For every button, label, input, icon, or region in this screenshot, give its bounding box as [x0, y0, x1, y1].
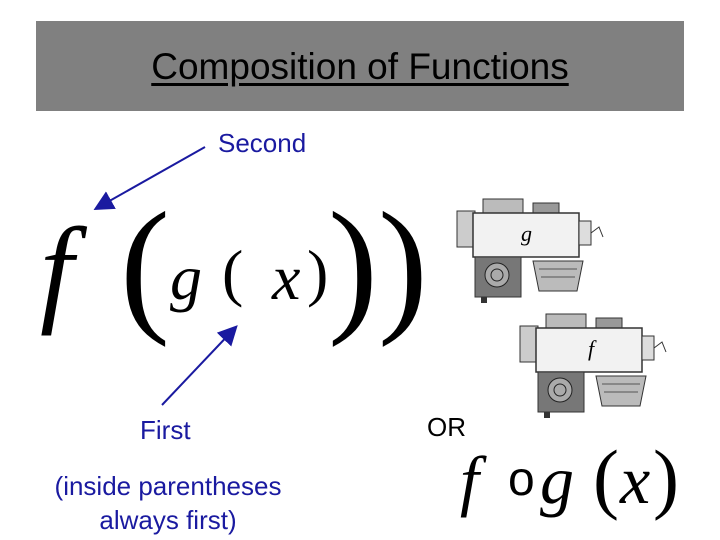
slide-title: Composition of Functions: [151, 46, 569, 87]
first-note-line1: (inside parentheses: [54, 471, 282, 501]
alt-formula-outer-f: f: [460, 442, 479, 518]
machine-g-label: g: [521, 221, 532, 246]
first-note-line2: always first): [99, 505, 237, 535]
title-bar: Composition of Functions: [36, 21, 684, 111]
or-label: OR: [427, 412, 466, 442]
formula-open-small-paren: (: [222, 237, 244, 308]
alt-formula-variable-x: x: [620, 442, 651, 518]
formula-outer-f: f: [40, 203, 74, 336]
function-machine-f: f: [518, 308, 668, 418]
formula-close-big-parens: )): [328, 182, 428, 348]
machine-icon: [456, 198, 604, 303]
alt-formula-open-paren: (: [593, 434, 619, 521]
alt-formula-inner-g: g: [540, 442, 574, 518]
formula-variable-x: x: [272, 242, 301, 313]
alt-formula-close-paren: ): [653, 434, 679, 521]
formula-close-small-paren: ): [307, 237, 329, 308]
first-label: First: [140, 415, 191, 445]
machine-icon: [519, 313, 667, 418]
function-machine-g: g: [455, 193, 605, 303]
first-arrow: [161, 325, 238, 406]
machine-f-label: f: [588, 336, 595, 361]
second-label: Second: [218, 128, 307, 158]
formula-open-big-paren: (: [120, 182, 170, 348]
alt-formula-compose-operator: o: [508, 453, 535, 506]
formula-inner-g: g: [170, 242, 202, 313]
